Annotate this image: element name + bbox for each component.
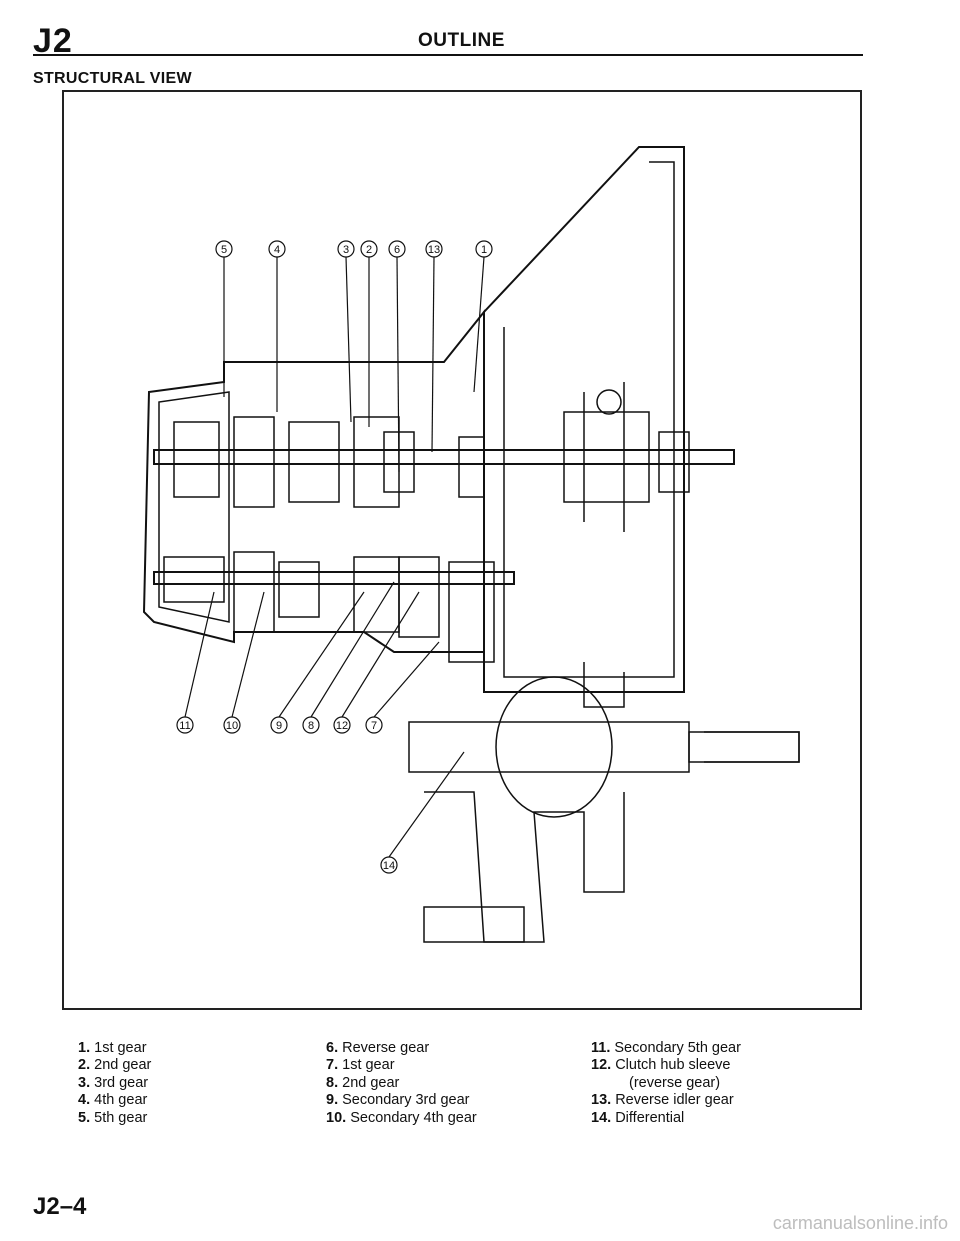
legend-label: 2nd gear (342, 1074, 400, 1091)
legend-label: Clutch hub sleeve (615, 1057, 731, 1074)
main-shaft-gears (173, 416, 485, 508)
section-code: J2 (33, 22, 73, 60)
watermark: carmanualsonline.info (772, 1213, 948, 1233)
legend-number: 3. (78, 1074, 91, 1091)
figure-frame: 5 4 3 2 6 13 1 11 10 9 8 12 7 14 (62, 90, 862, 1010)
callout-2: 2 (366, 244, 372, 256)
clutch-housing-inner (503, 161, 675, 678)
drive-shaft (704, 731, 800, 763)
legend-number: 1. (78, 1040, 91, 1056)
callout-10: 10 (226, 720, 238, 732)
legend-label: Reverse idler gear (615, 1092, 734, 1109)
legend-column-2: 6. Reverse gear 7. 1st gear 8. 2nd gear … (326, 1040, 477, 1127)
legend-number: 12. (591, 1057, 612, 1074)
legend-number: 6. (326, 1040, 339, 1056)
legend-item: 11. Secondary 5th gear (591, 1040, 741, 1057)
legend-label: Secondary 3rd gear (342, 1092, 470, 1109)
legend-label: Secondary 4th gear (350, 1109, 477, 1126)
legend-item: 1. 1st gear (78, 1040, 151, 1057)
legend-item: 3. 3rd gear (78, 1075, 151, 1092)
legend-label: 3rd gear (94, 1074, 149, 1091)
legend-item: 5. 5th gear (78, 1110, 151, 1127)
view-title: STRUCTURAL VIEW (33, 70, 192, 87)
counter-shaft-gears (163, 551, 495, 663)
legend-label: Secondary 5th gear (614, 1040, 741, 1056)
callout-leaders (184, 256, 485, 858)
callout-11: 11 (179, 720, 190, 732)
callout-4: 4 (274, 244, 280, 256)
callout-6: 6 (394, 244, 400, 256)
callout-1: 1 (481, 244, 487, 256)
counter-shaft (153, 571, 515, 585)
legend-label: 4th gear (94, 1092, 148, 1109)
legend-item: 14. Differential (591, 1110, 741, 1127)
legend-label: Differential (615, 1109, 685, 1126)
legend-number: 4. (78, 1092, 91, 1109)
legend-item: 8. 2nd gear (326, 1075, 477, 1092)
callout-7: 7 (371, 720, 377, 732)
legend-number: 5. (78, 1109, 91, 1126)
legend-label: 1st gear (94, 1040, 147, 1056)
legend-number: 8. (326, 1074, 339, 1091)
callout-9: 9 (276, 720, 282, 732)
legend-item: 12. Clutch hub sleeve (591, 1057, 741, 1074)
legend-label: 1st gear (342, 1057, 395, 1074)
legend-column-3: 11. Secondary 5th gear 12. Clutch hub sl… (591, 1040, 741, 1127)
legend-item: 9. Secondary 3rd gear (326, 1092, 477, 1109)
legend-number: 13. (591, 1092, 612, 1109)
callout-8: 8 (308, 720, 314, 732)
mount-bolt (423, 906, 525, 943)
callout-13: 13 (428, 244, 440, 256)
legend-label: 5th gear (94, 1109, 148, 1126)
legend-item: 13. Reverse idler gear (591, 1092, 741, 1109)
legend-number: 14. (591, 1109, 612, 1126)
legend-number: 10. (326, 1109, 347, 1126)
differential-assembly (408, 662, 800, 818)
callouts-top (215, 240, 493, 258)
callout-5: 5 (221, 244, 227, 256)
legend-item-continuation: (reverse gear) (629, 1074, 721, 1091)
callout-14: 14 (383, 860, 395, 872)
legend-number: 9. (326, 1092, 339, 1109)
header-rule (33, 54, 863, 56)
callout-3: 3 (343, 244, 349, 256)
legend-number: 7. (326, 1057, 339, 1074)
legend-label: 2nd gear (94, 1057, 152, 1074)
main-shaft (153, 449, 735, 465)
legend-item: 6. Reverse gear (326, 1040, 477, 1057)
callout-12: 12 (336, 720, 348, 732)
legend-number: 11. (591, 1040, 611, 1056)
legend-item: 10. Secondary 4th gear (326, 1110, 477, 1127)
case-inner (158, 391, 230, 623)
legend-number: 2. (78, 1057, 91, 1074)
page-title: OUTLINE (418, 30, 505, 51)
clutch-assembly (563, 382, 690, 532)
legend-item: 2. 2nd gear (78, 1057, 151, 1074)
legend-label: Reverse gear (342, 1040, 430, 1056)
mount-bracket (424, 791, 625, 943)
legend-item: 4. 4th gear (78, 1092, 151, 1109)
callouts-bottom (176, 716, 398, 874)
legend-column-1: 1. 1st gear 2. 2nd gear 3. 3rd gear 4. 4… (78, 1040, 151, 1127)
transaxle-cutaway-drawing: 5 4 3 2 6 13 1 11 10 9 8 12 7 14 (142, 146, 800, 943)
legend-item: 7. 1st gear (326, 1057, 477, 1074)
page-number: J2–4 (33, 1193, 87, 1220)
